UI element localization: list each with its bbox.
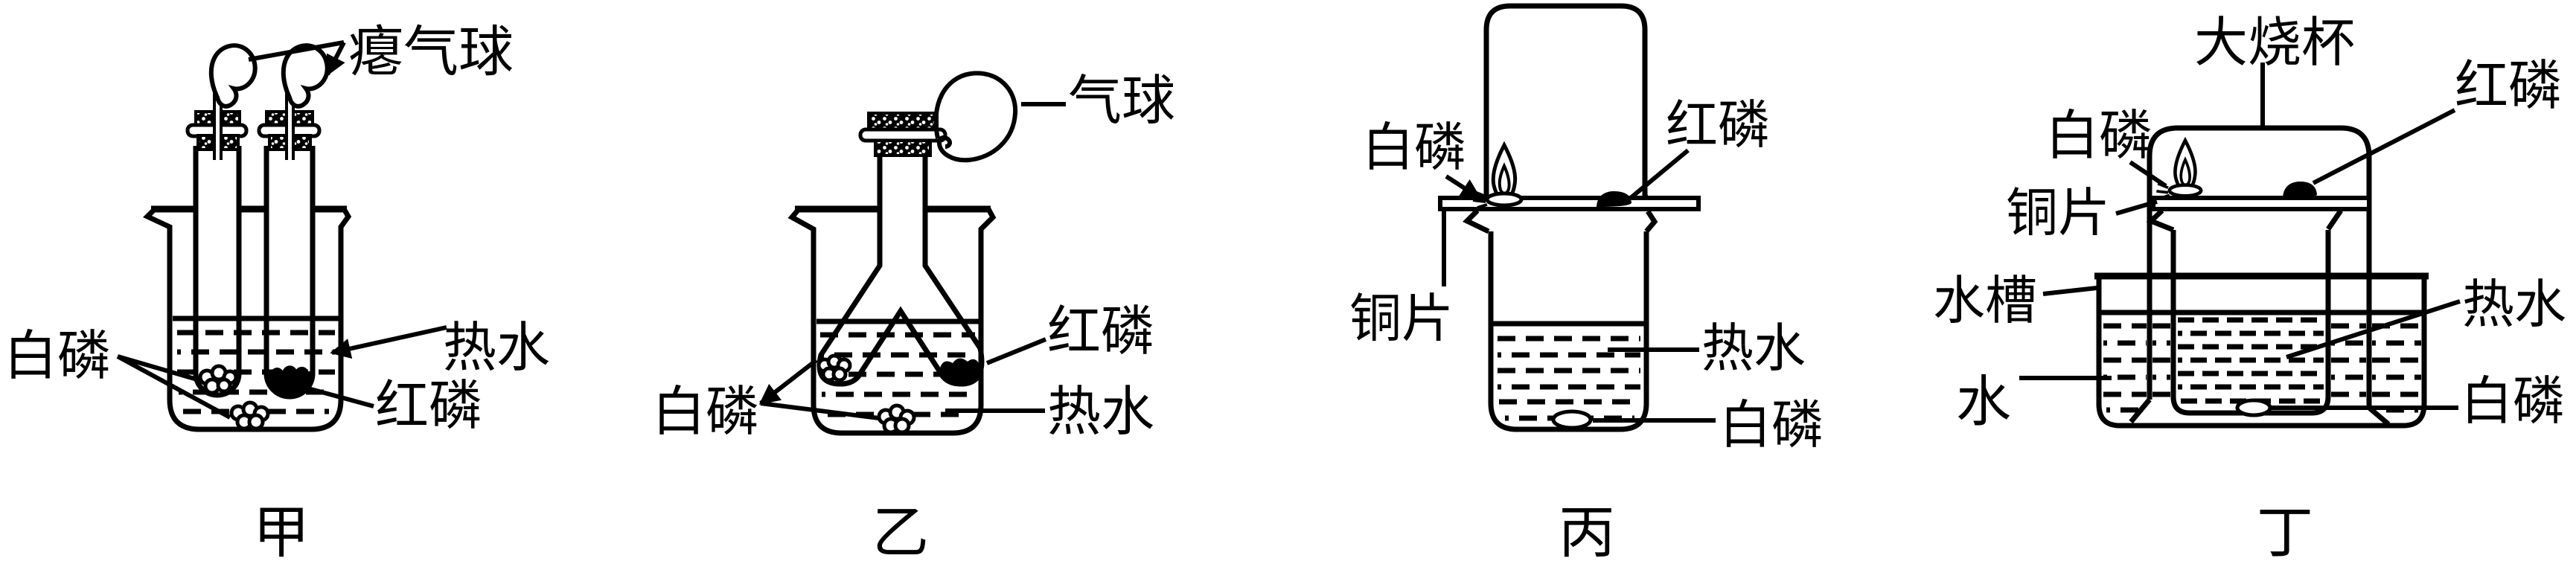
deflated-balloon-left-icon [211, 45, 255, 106]
label-yi-white-phosphorus: 白磷 [652, 382, 759, 442]
red-phosphorus-limb-yi [939, 358, 982, 385]
pointer-hot-water-jia [330, 325, 447, 359]
hot-water-beaker-ding [2146, 208, 2343, 417]
label-bing-red-phosphorus: 红磷 [1666, 97, 1770, 155]
burning-white-phosphorus-ding [2156, 141, 2201, 198]
copper-sheet-ding [2151, 196, 2371, 211]
pointer-red-phosphorus-ding [2312, 108, 2456, 185]
pointer-white-phosphorus-top-ding [2129, 160, 2167, 188]
caption-ding: 丁 [2257, 502, 2313, 564]
pointer-deflated-balloons-left [248, 40, 345, 62]
caption-bing: 丙 [1559, 502, 1615, 564]
label-ding-hot-water: 热水 [2462, 277, 2566, 334]
pointer-hot-water-ding [2286, 299, 2461, 359]
label-ding-large-beaker: 大烧杯 [2194, 13, 2355, 73]
pointer-copper-sheet-ding [2115, 199, 2158, 216]
label-jia-red-phosphorus: 红磷 [375, 376, 482, 436]
red-phosphorus-ding [2283, 181, 2318, 198]
pointer-white-phosphorus-jia [116, 354, 231, 420]
label-jia-hot-water: 热水 [443, 318, 550, 378]
gas-cylinder-bing [1483, 3, 1654, 211]
pointer-white-phosphorus-yi [761, 358, 880, 418]
caption-yi: 乙 [872, 502, 929, 564]
pointer-deflated-balloons-right [325, 41, 346, 77]
apparatus-ding: 大烧杯 白磷 红磷 铜片 水槽 水 热水 白磷 丁 [1933, 13, 2566, 564]
test-tube-right-jia [263, 146, 316, 400]
label-ding-copper-sheet: 铜片 [2006, 185, 2110, 243]
label-jia-deflated-balloons: 瘪气球 [348, 22, 514, 83]
pointer-red-phosphorus-yi [985, 337, 1047, 365]
pointer-white-phosphorus-top-bing [1445, 174, 1482, 200]
apparatus-jia: 瘪气球 白磷 热水 红磷 甲 [4, 22, 550, 564]
label-bing-white-phosphorus-bottom: 白磷 [1719, 397, 1824, 455]
white-phosphorus-underwater-bing [1551, 409, 1593, 430]
large-beaker-ding [2129, 125, 2391, 426]
label-yi-hot-water: 热水 [1047, 382, 1154, 442]
label-bing-hot-water: 热水 [1701, 321, 1806, 378]
label-yi-balloon: 气球 [1068, 71, 1175, 131]
pointer-red-phosphorus-bing [1630, 148, 1690, 199]
caption-jia: 甲 [253, 502, 310, 564]
white-phosphorus-underwater-ding [2235, 398, 2272, 417]
label-bing-white-phosphorus-top: 白磷 [1362, 120, 1466, 177]
stopper-yi [858, 112, 947, 157]
label-jia-white-phosphorus: 白磷 [4, 327, 111, 386]
balloon-yi-icon [933, 71, 1018, 163]
label-ding-white-phosphorus-bottom: 白磷 [2461, 374, 2565, 431]
label-ding-water: 水 [1956, 372, 2011, 433]
apparatus-yi: 气球 白磷 红磷 热水 乙 [652, 71, 1175, 564]
label-ding-white-phosphorus-top: 白磷 [2045, 106, 2152, 166]
apparatus-bing: 白磷 红磷 铜片 热水 白磷 丙 [1349, 3, 1824, 564]
pointer-red-phosphorus-jia [307, 386, 374, 408]
label-yi-red-phosphorus: 红磷 [1047, 302, 1154, 362]
white-phosphorus-tube-jia [198, 364, 238, 395]
test-tube-left-jia [193, 146, 242, 398]
label-ding-water-trough: 水槽 [1933, 273, 2037, 330]
label-ding-red-phosphorus: 红磷 [2455, 57, 2562, 116]
white-phosphorus-limb-yi [816, 353, 852, 382]
white-phosphorus-beaker-bottom-jia [229, 400, 270, 431]
trough-water-ding [2103, 323, 2421, 413]
white-phosphorus-beaker-bottom-yi [877, 403, 916, 435]
red-phosphorus-tube-jia [268, 365, 313, 398]
water-cup-bing [1463, 208, 1658, 432]
deflated-balloon-right-icon [284, 45, 327, 106]
pointer-water-trough-ding [2042, 286, 2097, 296]
two-limb-flask-yi [816, 156, 985, 387]
red-phosphorus-bing [1597, 190, 1632, 207]
label-bing-copper-sheet: 铜片 [1349, 291, 1454, 348]
